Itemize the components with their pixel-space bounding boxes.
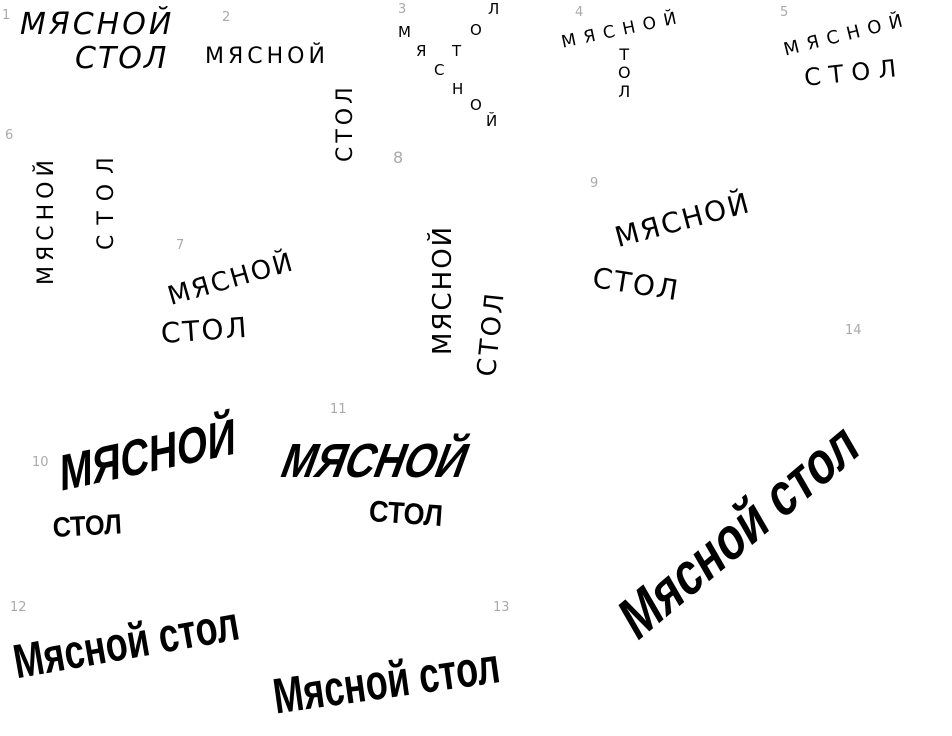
v14-phrase: Мясной стол [609, 407, 869, 654]
variant-number: 2 [222, 10, 231, 25]
v3-letter: Л [488, 0, 500, 18]
variant-number: 3 [398, 2, 407, 17]
variant-number: 10 [32, 455, 49, 470]
v10-word-main: МЯСНОЙ [60, 407, 236, 503]
v8-word-main: МЯСНОЙ [428, 224, 458, 355]
v3-letter: Н [452, 80, 464, 98]
v6-word-main: МЯСНОЙ [34, 155, 59, 285]
v6-word-second: СТОЛ [94, 147, 119, 250]
v3-letter: О [470, 96, 482, 114]
v4-letter: О [618, 63, 631, 83]
variant-number: 8 [393, 148, 404, 167]
variant-number: 5 [780, 5, 789, 20]
variant-number: 6 [5, 128, 14, 143]
v2-word-main: МЯСНОЙ [205, 44, 329, 69]
v4-letter: Л [618, 81, 631, 101]
variant-number: 9 [590, 176, 599, 191]
v11-word-second: СТОЛ [367, 495, 444, 534]
v5-word-main: МЯСНОЙ [781, 8, 913, 61]
variant-number: 14 [845, 323, 862, 338]
v11-word-main: МЯСНОЙ [273, 435, 477, 488]
v3-letter: Я [416, 42, 427, 60]
v4-letter: Т [619, 45, 630, 64]
v13-phrase: Мясной стол [269, 637, 504, 725]
v3-letter: С [434, 61, 445, 79]
v3-letter: Й [486, 112, 498, 130]
v5-word-second: СТОЛ [802, 53, 906, 92]
v9-word-main: МЯСНОЙ [611, 186, 755, 254]
v1-word-main: МЯСНОЙ [20, 7, 175, 42]
variant-number: 13 [493, 600, 510, 615]
v9-word-second: СТОЛ [590, 261, 683, 308]
v12-phrase: Мясной стол [9, 597, 244, 690]
v3-letter: О [470, 21, 482, 39]
v10-word-second: СТОЛ [51, 508, 123, 543]
v2-word-second: СТОЛ [333, 83, 358, 162]
v7-word-second: СТОЛ [159, 310, 250, 350]
variant-number: 7 [176, 238, 185, 253]
variant-number: 1 [2, 8, 11, 23]
v3-letter: Т [452, 42, 462, 60]
v1-word-second: СТОЛ [75, 41, 169, 76]
variant-number: 4 [575, 5, 584, 20]
variant-number: 11 [330, 402, 347, 417]
v3-letter: М [398, 23, 411, 41]
variant-number: 12 [10, 600, 27, 615]
v7-word-main: МЯСНОЙ [164, 247, 298, 312]
v4-word-second: Т О Л [618, 45, 631, 101]
v8-word-second: СТОЛ [472, 289, 511, 378]
